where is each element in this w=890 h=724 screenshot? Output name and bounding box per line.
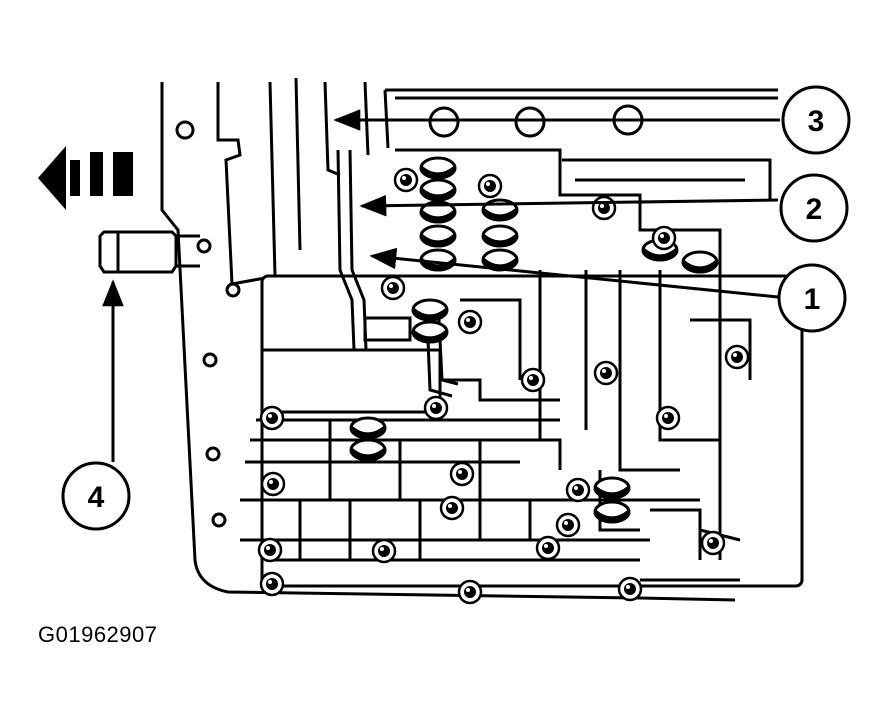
leader-lines <box>102 109 780 462</box>
callout-4-label: 4 <box>88 481 105 514</box>
callout-2-label: 2 <box>806 193 823 226</box>
callout-1-label: 1 <box>804 283 821 316</box>
leader-line-1 <box>369 247 779 299</box>
output-shaft <box>98 230 200 274</box>
transmission-case <box>160 77 778 602</box>
arrow-left-icon <box>38 146 133 210</box>
callout-4: 4 <box>61 461 131 531</box>
callout-3: 3 <box>781 85 851 155</box>
valve-body <box>240 148 804 588</box>
callout-1: 1 <box>777 263 847 333</box>
callout-3-label: 3 <box>808 105 825 138</box>
figure-id-label: G01962907 <box>38 622 158 647</box>
leader-line-2 <box>359 194 779 217</box>
callout-2: 2 <box>779 173 849 243</box>
